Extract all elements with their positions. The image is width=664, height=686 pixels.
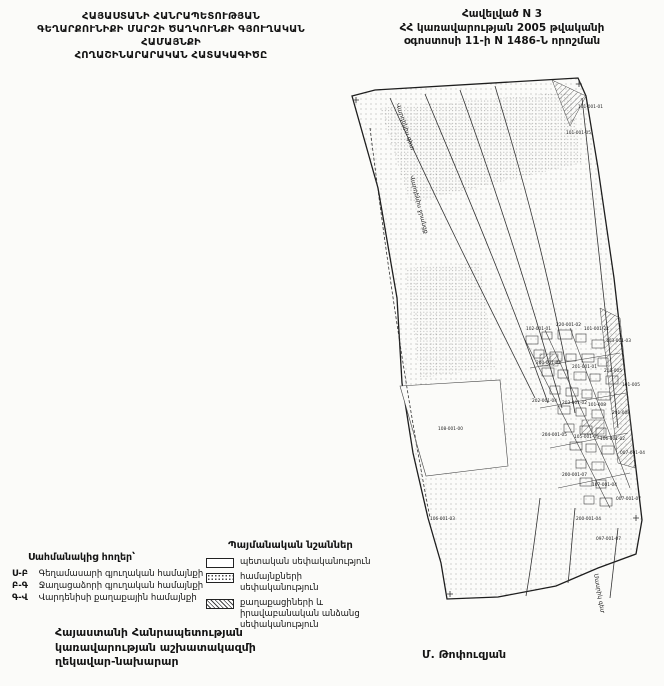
boundary-label: Ջաղացաձորի գյուղական համայնքի xyxy=(38,581,204,591)
legend-signs-title: Պայմանական նշաններ xyxy=(228,540,353,551)
parcel-code: 201-008 xyxy=(612,410,630,416)
parcel-code: 102-001-01 xyxy=(526,326,551,332)
signature-line: ղեկավար-նախարար xyxy=(55,655,179,668)
private-ownership-symbol xyxy=(206,599,234,609)
parcel-code: 106-001-03 xyxy=(430,516,455,522)
parcel-code: 200-001-04 xyxy=(576,516,601,522)
signature-line: Հայաստանի Հանրապետության xyxy=(55,626,243,639)
stipple-patch xyxy=(405,263,495,378)
legend-sign-item: համայնքների սեփականություն xyxy=(206,572,376,594)
appendix-reference: Հավելված N 3 ՀՀ կառավարության 2005 թվակա… xyxy=(352,8,652,49)
parcel-code: 007-001-04 xyxy=(620,450,645,456)
state-ownership-label: պետական սեփականություն xyxy=(240,557,371,567)
parcel-code: 220-001-02 xyxy=(556,322,581,328)
legend-adjacent-item: Ս-Բ Գեղամասարի գյուղական համայնքի xyxy=(12,568,204,580)
legend-adjacent-item: Գ-Վ Վարդենիսի քաղաքային համայնքի xyxy=(12,592,202,604)
road-name: Մասրիկ գետ xyxy=(592,573,606,613)
parcel-code: 201-005 xyxy=(604,368,622,374)
parcel-code: 106-001-02 xyxy=(600,436,625,442)
signature-block: Հայաստանի Հանրապետության կառավարության ա… xyxy=(55,626,256,670)
parcel-code: 204-001-05 xyxy=(542,432,567,438)
state-ownership-symbol xyxy=(206,558,234,568)
title-line: ՀԱՅԱՍՏԱՆԻ ՀԱՆՐԱՊԵՏՈՒԹՅԱՆ xyxy=(82,11,260,22)
boundary-label: Վարդենիսի քաղաքային համայնքի xyxy=(38,593,197,603)
private-ownership-label: քաղաքացիների և իրավաբանական անձանց սեփակ… xyxy=(240,598,360,630)
stipple-patch xyxy=(380,92,582,203)
parcel-code: 101-001-01 xyxy=(578,104,603,110)
parcel-code: 202-001-04 xyxy=(532,398,557,404)
parcel-code: 105-001-05 xyxy=(574,434,599,440)
community-ownership-symbol xyxy=(206,573,234,583)
parcel-code: 107-001-04 xyxy=(592,482,617,488)
parcel-code: 097-001-07 xyxy=(596,536,621,542)
clear-parcel-area xyxy=(399,379,509,477)
parcel-code: 103-001-03 xyxy=(606,338,631,344)
parcel-code: 101-001-05 xyxy=(566,130,591,136)
hatched-area xyxy=(539,353,559,367)
parcel-code: 007-001-07 xyxy=(616,496,641,502)
community-ownership-label: համայնքների սեփականություն xyxy=(240,572,319,593)
hatched-area xyxy=(581,419,605,435)
decision-line: ՀՀ կառավարության 2005 թվականի xyxy=(399,21,605,34)
decision-line: օգոստոսի 11-ի N 1486-Ն որոշման xyxy=(403,35,601,47)
parcel-code: 200-001-07 xyxy=(562,472,587,478)
parcel-code-labels: 101-001-01 101-001-05 102-001-01 220-001-02… xyxy=(430,104,645,542)
boundary-code: Ս-Բ xyxy=(12,569,28,579)
boundary-code: Գ-Վ xyxy=(12,593,28,603)
parcel-code: 101-001-21 xyxy=(584,326,609,332)
legend-adjacent-title: Սահմանակից հողեր՝ xyxy=(28,552,136,563)
signatory-name: Մ. Թոփուզյան xyxy=(422,648,507,661)
parcel-code: 203-001-02 xyxy=(562,400,587,406)
title-line: ԳԵՂԱՐՔՈՒՆԻՔԻ ՄԱՐԶԻ ԾԱՂԿՈՒՆՔԻ ԳՅՈՒՂԱԿԱՆ Հ… xyxy=(37,24,305,48)
parcel-code: 101-008 xyxy=(588,402,606,408)
roads-and-rivers xyxy=(369,85,619,599)
settlement-blocks xyxy=(525,329,619,507)
legend-sign-item: պետական սեփականություն xyxy=(206,557,376,568)
parcel-code: 108-001-00 xyxy=(438,426,463,432)
hatched-area xyxy=(599,307,636,469)
appendix-number: Հավելված N 3 xyxy=(461,8,543,20)
legend-sign-item: քաղաքացիների և իրավաբանական անձանց սեփակ… xyxy=(206,598,376,631)
settlement-streets xyxy=(524,327,631,509)
document-title: ՀԱՅԱՍՏԱՆԻ ՀԱՆՐԱՊԵՏՈՒԹՅԱՆ ԳԵՂԱՐՔՈՒՆԻՔԻ ՄԱ… xyxy=(6,10,336,62)
parcel-code: 201-001-01 xyxy=(572,364,597,370)
signature-line: կառավարության աշխատակազմի xyxy=(55,640,256,654)
survey-cross-marks xyxy=(353,81,639,597)
parcel-code: 200-001-02 xyxy=(536,360,561,366)
boundary-code: Բ-Գ xyxy=(12,581,28,591)
boundary-label: Գեղամասարի գյուղական համայնքի xyxy=(38,569,204,579)
map-area: 101-001-01 101-001-05 102-001-01 220-001-02… xyxy=(330,68,664,613)
hatched-area xyxy=(551,79,587,127)
cadastral-map: 101-001-01 101-001-05 102-001-01 220-001-02… xyxy=(351,77,645,613)
legend-adjacent-item: Բ-Գ Ջաղացաձորի գյուղական համայնքի xyxy=(12,580,204,592)
legend-adjacent-lands: Սահմանակից հողեր՝ Ս-Բ Գեղամասարի գյուղակ… xyxy=(12,552,204,604)
title-line: ՀՈՂԱՇԻՆԱՐԱՐԱԿԱՆ ՀԱՏԱԿԱԳԻԾԸ xyxy=(74,50,268,61)
legend-conventional-signs: Պայմանական նշաններ պետական սեփականությու… xyxy=(206,540,376,635)
parcel-code: 101-005 xyxy=(622,382,640,388)
